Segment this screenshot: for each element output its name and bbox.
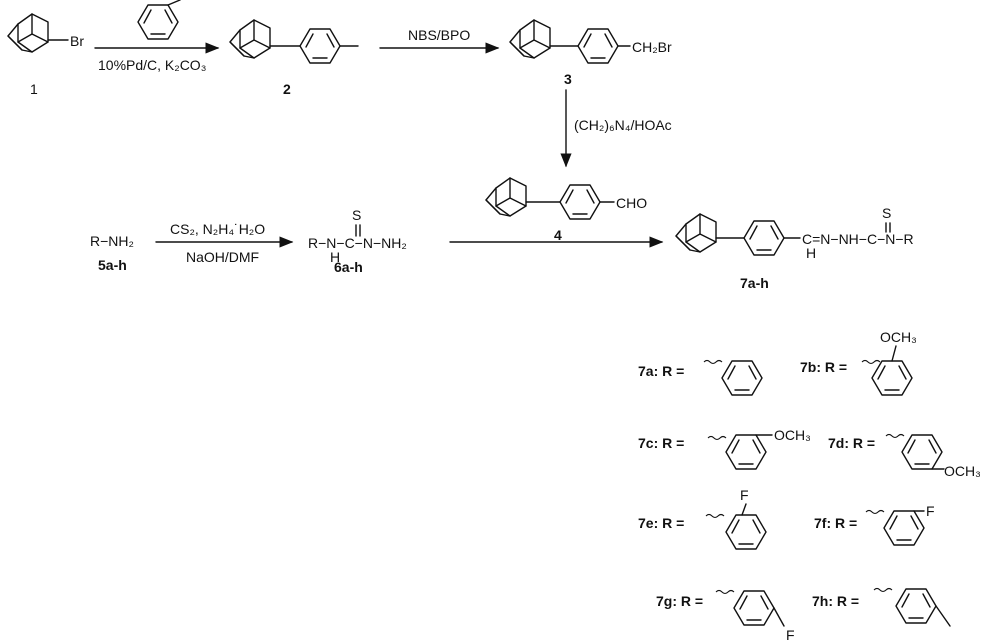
- ring-7b: [862, 346, 912, 395]
- ring-7h: [874, 589, 950, 627]
- ring-7f: [866, 511, 924, 546]
- ring-7g: [716, 591, 784, 627]
- ring-7d: [886, 435, 944, 470]
- reagent-step-2: NBS/BPO: [408, 27, 470, 43]
- toluene-structure: [138, 0, 180, 39]
- methoxy-7d: OCH₃: [944, 463, 981, 479]
- ring-7a: [704, 361, 762, 396]
- label-7h: 7h: R =: [812, 593, 859, 609]
- aldehyde-label: CHO: [616, 195, 647, 211]
- compound-7-structure: [676, 214, 800, 255]
- ch2br-label: CH₂Br: [632, 39, 672, 55]
- label-7g: 7g: R =: [656, 593, 703, 609]
- compound-2-label: 2: [283, 81, 291, 97]
- fluoro-7e: F: [740, 487, 749, 503]
- bromo-label: Br: [70, 33, 84, 49]
- ring-7c: [708, 435, 772, 469]
- fluoro-7f: F: [926, 503, 935, 519]
- h-label-7: H: [806, 245, 816, 261]
- compound-2-structure: [230, 20, 358, 63]
- fluoro-7g: F: [786, 627, 795, 643]
- label-7f: 7f: R =: [814, 515, 857, 531]
- thiosemicarbazide-formula: R−N−C−N−NH₂: [308, 235, 407, 251]
- compound-1-structure: [8, 14, 68, 52]
- methoxy-7c: OCH₃: [774, 427, 811, 443]
- reagent-step-3: (CH₂)₆N₄/HOAc: [574, 117, 672, 133]
- compound-7-label: 7a-h: [740, 275, 769, 291]
- compound-4-structure: [486, 178, 614, 219]
- compound-3-label: 3: [564, 71, 572, 87]
- reagent-step-4a: CS₂, N₂H₄˙H₂O: [170, 221, 265, 237]
- compound-1-label: 1: [30, 81, 38, 97]
- compound-4-label: 4: [554, 227, 562, 243]
- sulfur-label-6: S: [352, 207, 361, 223]
- sulfur-label-7: S: [882, 205, 891, 221]
- label-7c: 7c: R =: [638, 435, 684, 451]
- methoxy-7b: OCH₃: [880, 329, 917, 345]
- compound-5-label: 5a-h: [98, 257, 127, 273]
- label-7a: 7a: R =: [638, 363, 684, 379]
- compound-3-structure: [510, 20, 630, 63]
- label-7d: 7d: R =: [828, 435, 875, 451]
- reagent-step-1: 10%Pd/C, K₂CO₃: [98, 57, 206, 73]
- label-7b: 7b: R =: [800, 359, 847, 375]
- reagent-step-4b: NaOH/DMF: [186, 249, 259, 265]
- ring-7e: [706, 504, 766, 549]
- label-7e: 7e: R =: [638, 515, 684, 531]
- product-chain: C=N−NH−C−N−R: [802, 231, 914, 247]
- compound-6-label: 6a-h: [334, 259, 363, 275]
- amine-formula: R−NH₂: [90, 233, 134, 249]
